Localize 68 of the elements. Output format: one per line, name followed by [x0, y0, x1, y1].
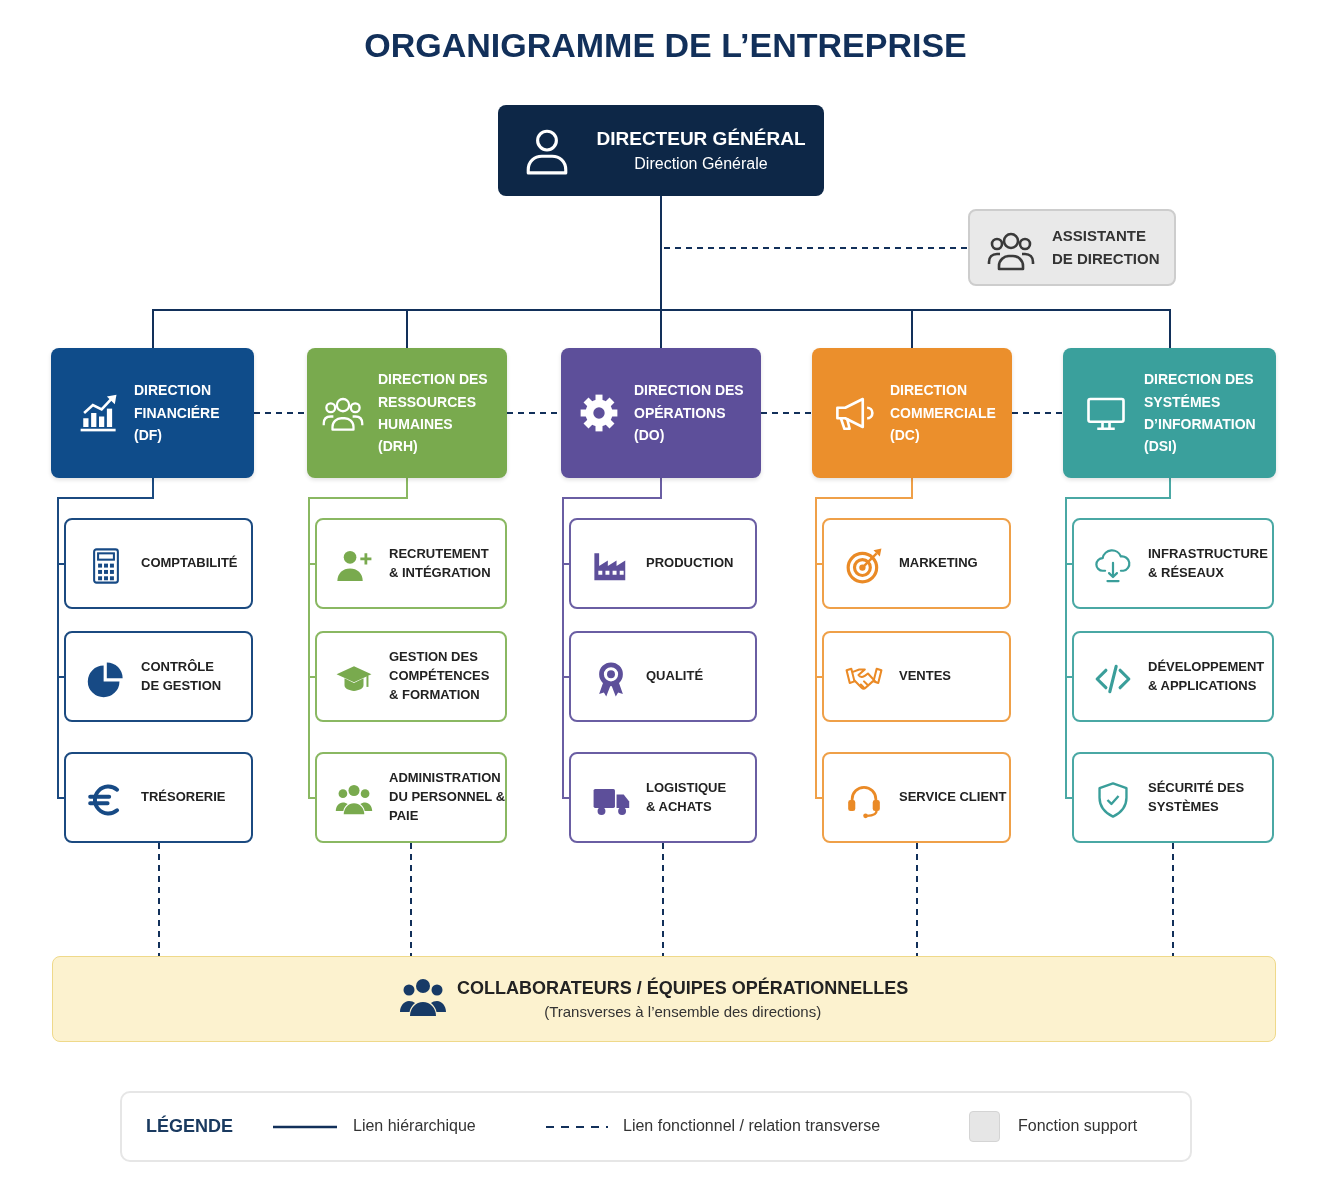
unit-box: [822, 631, 1011, 722]
unit-label: SÉCURITÉ DES SYSTÈMES: [1148, 778, 1246, 816]
dashed-connector-line: [158, 842, 160, 957]
unit-label: PRODUCTION: [646, 554, 734, 573]
connector-line: [406, 309, 408, 349]
unit-box: [315, 631, 507, 722]
unit-label: QUALITÉ: [646, 667, 704, 686]
department-box: [307, 348, 507, 478]
unit-box: [569, 518, 757, 609]
department-box: [561, 348, 761, 478]
department-box: [1063, 348, 1276, 478]
node-title: ASSISTANTE DE DIRECTION: [1052, 226, 1161, 269]
dashed-connector-line: [760, 412, 813, 414]
director-box: [498, 105, 824, 196]
department-box: [51, 348, 254, 478]
department-title: DIRECTION COMMERCIALE (DC): [890, 381, 997, 446]
connector-line: [911, 309, 913, 349]
connector-line: [660, 195, 662, 311]
band-title: COLLABORATEURS / ÉQUIPES OPÉRATIONNELLES: [457, 978, 909, 999]
unit-box: [64, 631, 253, 722]
legend-label: Fonction support: [1018, 1117, 1138, 1135]
unit-box: [315, 518, 507, 609]
node-title: DIRECTEUR GÉNÉRAL: [596, 128, 806, 150]
unit-box: [1072, 518, 1274, 609]
department-title: DIRECTION DES SYSTÉMES D’INFORMATION (DSI): [1144, 370, 1257, 457]
dashed-connector-line: [1172, 842, 1174, 957]
connector-line: [660, 309, 662, 349]
unit-box: [822, 518, 1011, 609]
department-title: DIRECTION FINANCIÉRE (DF): [134, 381, 221, 446]
team-band: [52, 956, 1276, 1042]
connector-line: [152, 309, 408, 349]
unit-label: MARKETING: [899, 554, 978, 573]
unit-box: [315, 752, 507, 843]
unit-box: [1072, 631, 1274, 722]
unit-label: CONTRÔLE DE GESTION: [141, 657, 223, 695]
department-box: [812, 348, 1012, 478]
unit-label: DÉVELOPPEMENT & APPLICATIONS: [1148, 657, 1266, 695]
legend-label: Lien hiérarchique: [353, 1117, 476, 1135]
chart-title: ORGANIGRAMME DE L’ENTREPRISE: [364, 26, 967, 65]
legend-heading: LÉGENDE: [146, 1116, 233, 1137]
unit-label: ADMINISTRATION DU PERSONNEL & PAIE: [389, 769, 506, 825]
unit-label: INFRASTRUCTURE & RÉSEAUX: [1148, 544, 1269, 582]
unit-label: SERVICE CLIENT: [899, 788, 1007, 807]
unit-box: [569, 752, 757, 843]
dashed-connector-line: [410, 842, 412, 957]
unit-box: [64, 518, 253, 609]
dashed-connector-line: [1011, 412, 1064, 414]
unit-label: GESTION DES COMPÉTENCES & FORMATION: [389, 648, 491, 704]
unit-box: [64, 752, 253, 843]
department-title: DIRECTION DES RESSOURCES HUMAINES (DRH): [378, 370, 489, 457]
band-subtitle: (Transverses à l’ensemble des directions): [544, 1003, 822, 1020]
dashed-connector-line: [916, 842, 918, 957]
support-box: [968, 209, 1176, 286]
unit-label: VENTES: [899, 667, 951, 686]
connector-line: [660, 309, 913, 311]
dashed-connector-line: [662, 842, 664, 957]
connector-line: [406, 309, 662, 311]
legend-label: Lien fonctionnel / relation transverse: [623, 1117, 881, 1135]
unit-box: [1072, 752, 1274, 843]
connector-line: [911, 309, 1171, 349]
unit-label: COMPTABILITÉ: [141, 554, 238, 573]
unit-label: TRÉSORERIE: [141, 788, 226, 807]
unit-box: [822, 752, 1011, 843]
department-title: DIRECTION DES OPÉRATIONS (DO): [634, 381, 745, 446]
node-subtitle: Direction Générale: [634, 155, 768, 173]
unit-label: LOGISTIQUE & ACHATS: [646, 778, 728, 816]
unit-box: [569, 631, 757, 722]
unit-label: RECRUTEMENT & INTÉGRATION: [389, 544, 492, 582]
